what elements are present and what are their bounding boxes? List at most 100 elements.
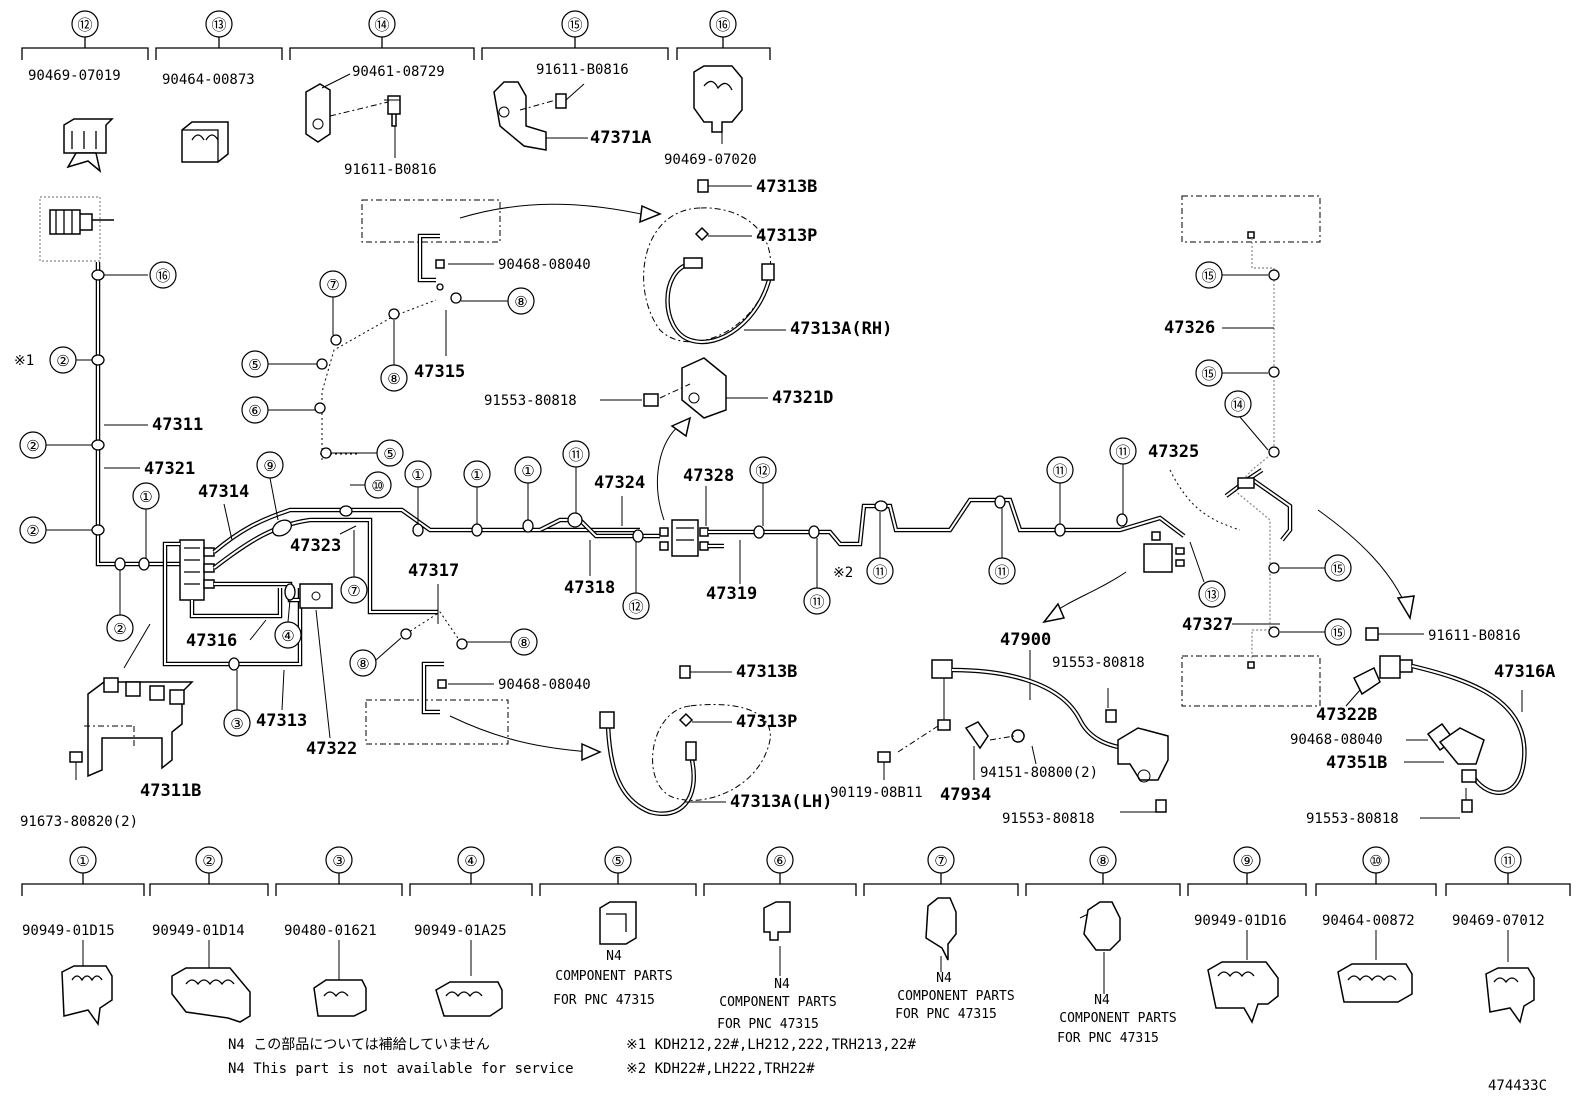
part-8-line3: FOR PNC 47315 [1057, 1031, 1159, 1046]
part-6-n4: N4 [774, 977, 790, 992]
top-clip-icons [63, 65, 743, 173]
svg-text:⑨: ⑨ [263, 457, 276, 475]
top-headers: ⑫ 90469-07019 ⑬ 90464-00873 ⑭ 90461-0872… [21, 10, 771, 178]
label-47315: 47315 [414, 362, 465, 382]
svg-text:①: ① [139, 488, 152, 506]
callout-9: ⑨ [1240, 852, 1253, 870]
part-6-line3: FOR PNC 47315 [717, 1017, 819, 1032]
label-47318: 47318 [564, 578, 615, 598]
part-6-line2: COMPONENT PARTS [719, 995, 836, 1010]
label-47313A-RH: 47313A(RH) [790, 319, 892, 339]
callout-2: ② [202, 852, 215, 870]
svg-text:⑩: ⑩ [371, 477, 384, 495]
svg-text:⑮: ⑮ [1201, 267, 1216, 285]
label-47314: 47314 [198, 482, 249, 502]
manifold-assembly: ⑨ 47314 ⑩ 47323 ⑦ 47316 ④ ③ 47313 47322 [162, 451, 640, 759]
label-47313: 47313 [256, 711, 307, 731]
svg-text:⑯: ⑯ [155, 267, 170, 285]
callout-7: ⑦ [934, 852, 947, 870]
svg-text:⑮: ⑮ [1330, 560, 1345, 578]
part-90949-01D16: 90949-01D16 [1194, 913, 1287, 929]
note-x2-models: ※2 KDH22#,LH222,TRH22# [626, 1061, 815, 1077]
label-90468-08040-a: 90468-08040 [498, 257, 591, 273]
svg-text:①: ① [411, 466, 424, 484]
part-7-n4: N4 [936, 971, 952, 986]
label-47321: 47321 [144, 459, 195, 479]
note-x2-marker: ※2 [833, 565, 853, 581]
part-8-line2: COMPONENT PARTS [1059, 1011, 1176, 1026]
svg-text:①: ① [470, 466, 483, 484]
callout-13: ⑬ [211, 16, 226, 34]
callout-14: ⑭ [374, 16, 389, 34]
left-assembly: ⑯ ※1 ② ② ② 47311 47321 ① ② 47311B 91673-… [14, 196, 203, 830]
label-47323: 47323 [290, 536, 341, 556]
clip-15-icon [493, 81, 588, 151]
part-90949-01D15: 90949-01D15 [22, 923, 115, 939]
label-47316: 47316 [186, 631, 237, 651]
part-90469-07019: 90469-07019 [28, 68, 121, 84]
label-90468-08040-b: 90468-08040 [498, 677, 591, 693]
callout-3: ③ [332, 852, 345, 870]
callout-1: ① [76, 852, 89, 870]
svg-text:⑤: ⑤ [248, 356, 261, 374]
label-47934: 47934 [940, 785, 991, 805]
part-90469-07012: 90469-07012 [1452, 913, 1545, 929]
part-47371A: 47371A [590, 128, 651, 148]
label-47325: 47325 [1148, 442, 1199, 462]
label-47311B: 47311B [140, 781, 201, 801]
svg-text:④: ④ [281, 627, 294, 645]
label-47326: 47326 [1164, 318, 1215, 338]
label-91673-80820: 91673-80820(2) [20, 814, 138, 830]
svg-text:⑧: ⑧ [387, 370, 400, 388]
svg-text:⑧: ⑧ [514, 293, 527, 311]
label-47319: 47319 [706, 584, 757, 604]
svg-text:⑪: ⑪ [872, 563, 887, 581]
callout-12: ⑫ [77, 16, 92, 34]
svg-text:⑥: ⑥ [248, 402, 261, 420]
svg-text:⑪: ⑪ [1115, 443, 1130, 461]
note-x1-models: ※1 KDH212,22#,LH212,222,TRH213,22# [626, 1037, 916, 1053]
label-47313B-b: 47313B [736, 662, 797, 682]
callout-10: ⑩ [1369, 852, 1382, 870]
clip-16-icon [693, 65, 743, 144]
svg-text:⑪: ⑪ [809, 593, 824, 611]
part-90480-01621: 90480-01621 [284, 923, 377, 939]
clip-13-icon [181, 121, 229, 163]
note-n4-japanese: N4 この部品については補給していません [228, 1037, 490, 1053]
label-47313A-LH: 47313A(LH) [730, 792, 832, 812]
label-47327: 47327 [1182, 615, 1233, 635]
svg-text:②: ② [113, 620, 126, 638]
part-5-line2: COMPONENT PARTS [555, 969, 672, 984]
diagram-id: 474433C [1488, 1078, 1547, 1094]
svg-text:⑮: ⑮ [1201, 365, 1216, 383]
label-94151-80800: 94151-80800(2) [980, 765, 1098, 781]
label-47321D: 47321D [772, 388, 833, 408]
svg-text:⑦: ⑦ [326, 276, 339, 294]
svg-text:⑧: ⑧ [517, 634, 530, 652]
label-47313B-a: 47313B [756, 177, 817, 197]
svg-text:⑮: ⑮ [1330, 624, 1345, 642]
note-n4-english: N4 This part is not available for servic… [228, 1061, 574, 1077]
part-90949-01A25: 90949-01A25 [414, 923, 507, 939]
clip-14-icon [305, 73, 401, 158]
part-91611-B0816-a: 91611-B0816 [344, 162, 437, 178]
svg-text:⑫: ⑫ [755, 462, 770, 480]
part-7-line2: COMPONENT PARTS [897, 989, 1014, 1004]
label-47900: 47900 [1000, 630, 1051, 650]
svg-text:⑤: ⑤ [383, 445, 396, 463]
label-91553-80818-a: 91553-80818 [484, 393, 577, 409]
part-5-line3: FOR PNC 47315 [553, 993, 655, 1008]
label-91553-80818-d: 91553-80818 [1306, 811, 1399, 827]
part-90461-08729: 90461-08729 [352, 64, 445, 80]
part-90464-00873: 90464-00873 [162, 72, 255, 88]
part-47321D: 91553-80818 47321D [484, 357, 833, 521]
right-assembly: ⑮ 47326 ⑮ ⑭ ⑮ ⑮ [1042, 195, 1415, 707]
label-47351B: 47351B [1326, 753, 1387, 773]
label-91553-80818-b: 91553-80818 [1052, 655, 1145, 671]
part-8-n4: N4 [1094, 993, 1110, 1008]
svg-text:⑫: ⑫ [628, 598, 643, 616]
callout-16: ⑯ [715, 16, 730, 34]
label-91553-80818-c: 91553-80818 [1002, 811, 1095, 827]
bottom-headers: ① 90949-01D15 ② 90949-01D14 ③ 90480-0162… [21, 846, 1571, 1046]
